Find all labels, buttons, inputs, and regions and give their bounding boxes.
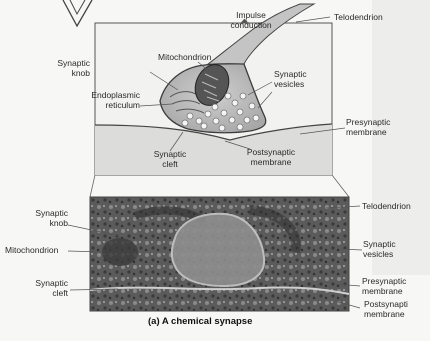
label-telodendrion-top: Telodendrion	[334, 13, 383, 23]
label-telodendrion-micrograph: Telodendrion	[362, 202, 411, 212]
label-presynaptic-membrane-micrograph: Presynaptic membrane	[362, 277, 406, 296]
figure-caption: (a) A chemical synapse	[148, 316, 252, 327]
label-synaptic-vesicles-top-line2: vesicles	[274, 80, 307, 90]
label-postsynaptic-membrane-top: Postsynaptic membrane	[236, 148, 306, 167]
label-synaptic-knob-top: Synaptic knob	[40, 59, 90, 78]
label-postsynaptic-micro-line2: membrane	[364, 310, 408, 320]
label-synaptic-knob-micrograph: Synaptic knob	[18, 209, 68, 228]
label-synaptic-knob-top-line2: knob	[40, 69, 90, 79]
label-synaptic-vesicles-micro-line2: vesicles	[363, 250, 396, 260]
label-synaptic-cleft-micrograph: Synaptic cleft	[20, 279, 68, 298]
label-synaptic-knob-micro-line2: knob	[18, 219, 68, 229]
label-endoplasmic-reticulum: Endoplasmic reticulum	[62, 91, 140, 110]
label-postsynaptic-top-line2: membrane	[236, 158, 306, 168]
label-er-line2: reticulum	[62, 101, 140, 111]
label-synaptic-cleft-top: Synaptic cleft	[146, 150, 194, 169]
label-postsynaptic-membrane-micrograph: Postsynapti membrane	[364, 300, 408, 319]
label-synaptic-cleft-micro-line2: cleft	[20, 289, 68, 299]
label-synaptic-vesicles-top: Synaptic vesicles	[274, 70, 307, 89]
label-synaptic-vesicles-micrograph: Synaptic vesicles	[363, 240, 396, 259]
hollow-arrow-icon	[63, 0, 92, 26]
label-impulse-conduction: Impulse conduction	[221, 11, 281, 30]
label-presynaptic-top-line2: membrane	[346, 128, 390, 138]
label-presynaptic-micro-line2: membrane	[362, 287, 406, 297]
label-mitochondrion-micrograph: Mitochondrion	[5, 246, 58, 256]
label-mitochondrion-top: Mitochondrion	[158, 53, 211, 63]
label-presynaptic-membrane-top: Presynaptic membrane	[346, 118, 390, 137]
label-synaptic-cleft-top-line2: cleft	[146, 160, 194, 170]
label-impulse-line2: conduction	[221, 21, 281, 31]
